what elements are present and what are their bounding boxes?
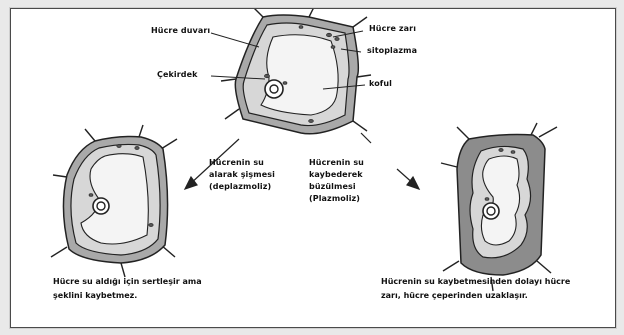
plasmolysis-line-4: (Plazmoliz) — [309, 193, 360, 205]
normal-vacuole — [261, 35, 338, 115]
label-cytoplasm: sitoplazma — [367, 45, 417, 57]
plasmolysis-line-3: büzülmesi — [309, 181, 356, 193]
label-cell-wall: Hücre duvarı — [151, 25, 210, 37]
deplasmolysis-line-2: alarak şişmesi — [209, 169, 275, 181]
caption-right-line-1: Hücrenin su kaybetmesinden dolayı hücre — [381, 275, 570, 289]
plasmolysis-line-2: kaybederek — [309, 169, 363, 181]
normal-cell — [221, 9, 371, 134]
plasmolysed-cell — [441, 123, 557, 291]
caption-left-line-2: şeklini kaybetmez. — [53, 289, 137, 303]
caption-right-line-2: zarı, hücre çeperinden uzaklaşır. — [381, 289, 528, 303]
label-vacuole: koful — [369, 78, 392, 90]
turgid-cell — [51, 125, 177, 277]
deplasmolysis-line-1: Hücrenin su — [209, 157, 264, 169]
plasmolysed-nucleus — [483, 203, 499, 219]
turgid-nucleus — [93, 198, 109, 214]
caption-left-line-1: Hücre su aldığı için sertleşir ama — [53, 275, 202, 289]
normal-nucleus — [265, 80, 283, 98]
deplasmolysis-line-3: (deplazmoliz) — [209, 181, 271, 193]
label-nucleus: Çekirdek — [157, 69, 198, 81]
plasmolysis-line-1: Hücrenin su — [309, 157, 364, 169]
label-cell-membrane: Hücre zarı — [369, 23, 416, 35]
diagram-frame: Hücre duvarı Hücre zarı sitoplazma Çekir… — [10, 8, 616, 328]
